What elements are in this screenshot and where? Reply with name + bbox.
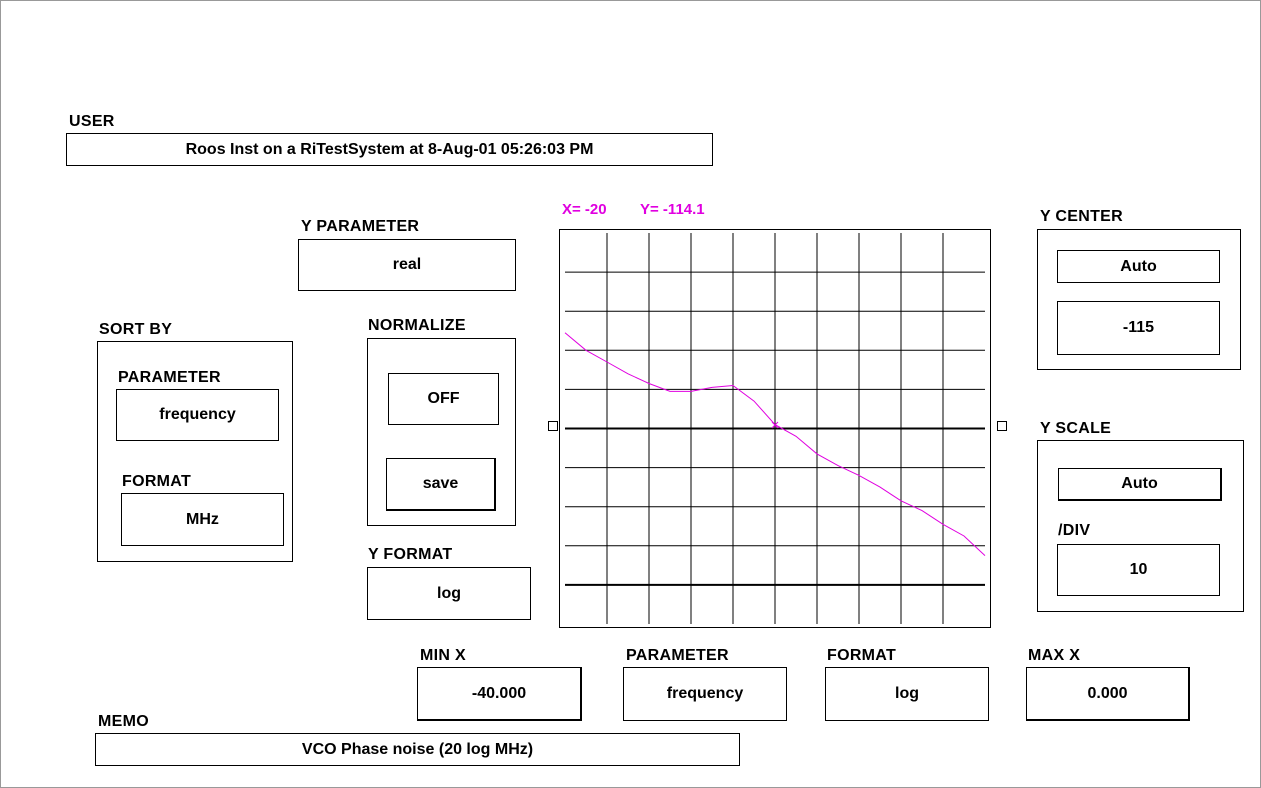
x-format-label: FORMAT bbox=[827, 647, 897, 664]
y-center-label: Y CENTER bbox=[1040, 208, 1124, 225]
div-label: /DIV bbox=[1058, 522, 1091, 539]
cursor-x-readout: X= -20 bbox=[562, 201, 607, 218]
y-center-value[interactable]: -115 bbox=[1057, 301, 1220, 355]
max-x-label: MAX X bbox=[1028, 647, 1081, 664]
right-marker-handle[interactable] bbox=[997, 421, 1007, 431]
min-x-label: MIN X bbox=[420, 647, 466, 664]
sort-parameter-field[interactable]: frequency bbox=[116, 389, 279, 441]
y-scale-group bbox=[1037, 440, 1244, 612]
user-field[interactable]: Roos Inst on a RiTestSystem at 8-Aug-01 … bbox=[66, 133, 713, 166]
normalize-group bbox=[367, 338, 516, 526]
cursor-y-readout: Y= -114.1 bbox=[640, 201, 705, 218]
normalize-toggle[interactable]: OFF bbox=[388, 373, 499, 425]
user-label: USER bbox=[69, 113, 115, 130]
trace-chart bbox=[564, 233, 986, 624]
cursor-marker bbox=[771, 421, 779, 429]
memo-field[interactable]: VCO Phase noise (20 log MHz) bbox=[95, 733, 740, 766]
y-center-mode[interactable]: Auto bbox=[1057, 250, 1220, 283]
div-value[interactable]: 10 bbox=[1057, 544, 1220, 596]
normalize-label: NORMALIZE bbox=[368, 317, 466, 334]
sort-format-field[interactable]: MHz bbox=[121, 493, 284, 546]
y-parameter-label: Y PARAMETER bbox=[301, 218, 420, 235]
sort-by-group bbox=[97, 341, 293, 562]
x-parameter-label: PARAMETER bbox=[626, 647, 729, 664]
max-x-field[interactable]: 0.000 bbox=[1026, 667, 1190, 721]
plot-area[interactable] bbox=[559, 229, 991, 628]
y-format-field[interactable]: log bbox=[367, 567, 531, 620]
x-format-field[interactable]: log bbox=[825, 667, 989, 721]
y-scale-label: Y SCALE bbox=[1040, 420, 1112, 437]
save-button[interactable]: save bbox=[386, 458, 496, 511]
grid bbox=[565, 233, 985, 624]
sort-by-label: SORT BY bbox=[99, 321, 173, 338]
memo-label: MEMO bbox=[98, 713, 149, 730]
trace bbox=[564, 332, 986, 556]
y-center-group bbox=[1037, 229, 1241, 370]
x-parameter-field[interactable]: frequency bbox=[623, 667, 787, 721]
y-format-label: Y FORMAT bbox=[368, 546, 453, 563]
left-marker-handle[interactable] bbox=[548, 421, 558, 431]
sort-parameter-label: PARAMETER bbox=[118, 369, 221, 386]
min-x-field[interactable]: -40.000 bbox=[417, 667, 582, 721]
sort-format-label: FORMAT bbox=[122, 473, 192, 490]
y-scale-mode[interactable]: Auto bbox=[1058, 468, 1222, 501]
y-parameter-field[interactable]: real bbox=[298, 239, 516, 291]
